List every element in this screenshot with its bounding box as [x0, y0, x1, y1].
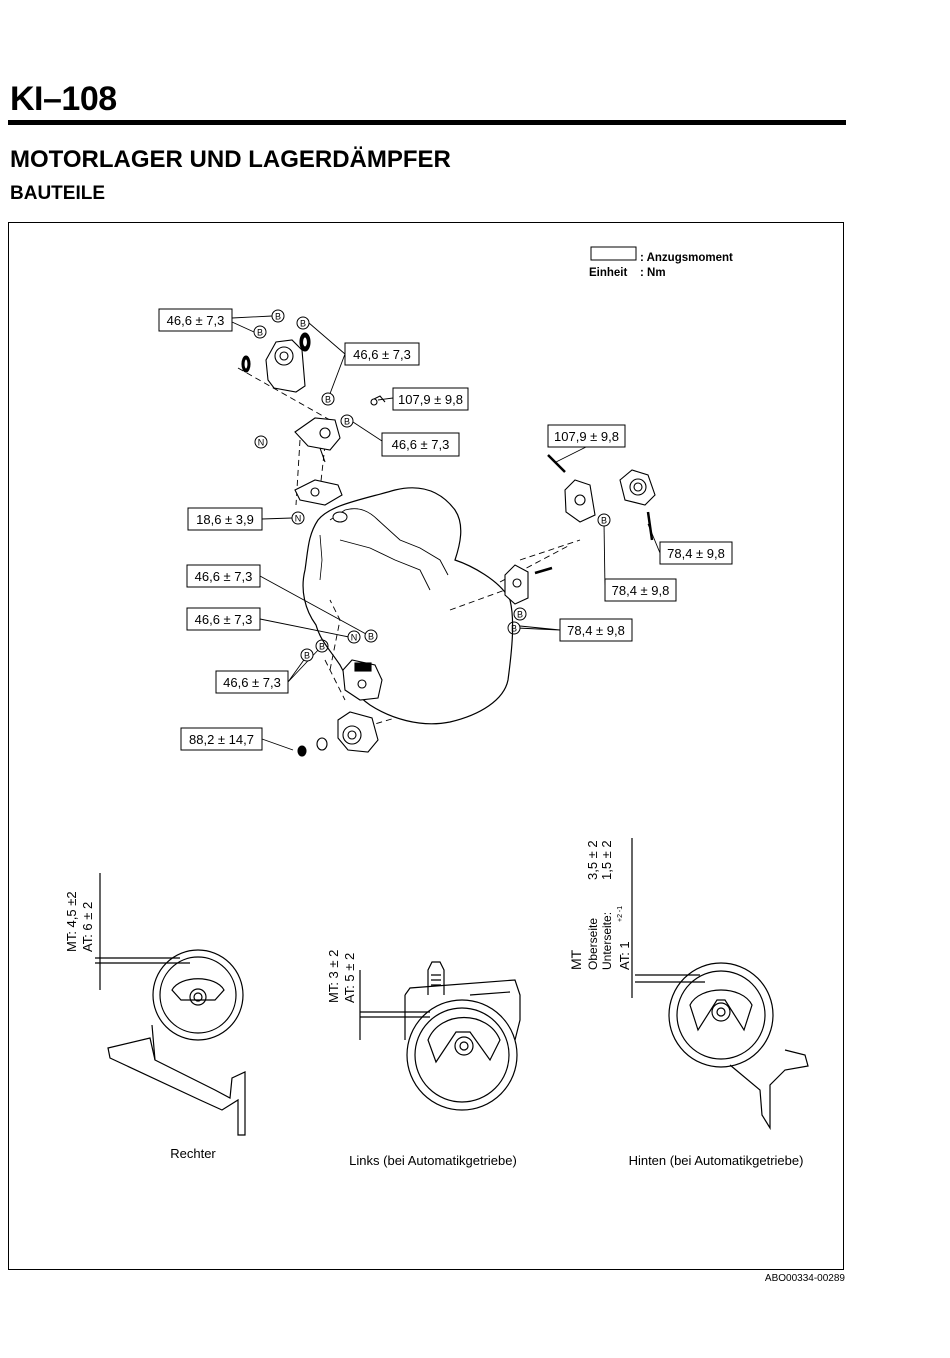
nut-marker: N — [258, 438, 265, 448]
legend-unit-value: : Nm — [640, 267, 666, 279]
caption-rear: Hinten (bei Automatikgetriebe) — [629, 1153, 804, 1168]
bolt-marker: B — [601, 516, 607, 526]
bolt-marker: B — [300, 319, 306, 329]
torque-callout: 46,6 ± 7,3 — [392, 437, 450, 452]
torque-callout: 88,2 ± 14,7 — [189, 732, 254, 747]
legend-torque-box — [590, 246, 637, 261]
torque-callout: 46,6 ± 7,3 — [223, 675, 281, 690]
torque-callout: 46,6 ± 7,3 — [195, 612, 253, 627]
torque-callout: 46,6 ± 7,3 — [353, 347, 411, 362]
dim-rear-at: AT: 1 — [617, 941, 632, 970]
detail-left-mount — [359, 961, 521, 1111]
left-mount — [297, 659, 383, 757]
caption-left: Links (bei Automatikgetriebe) — [349, 1153, 517, 1168]
legend: : Anzugsmoment Einheit : Nm — [589, 246, 733, 279]
bolt-marker: B — [275, 312, 281, 322]
dim-left-at: AT: 5 ± 2 — [342, 953, 357, 1003]
bolt-marker: B — [257, 328, 263, 338]
caption-right: Rechter — [170, 1146, 216, 1161]
dim-right-at: AT: 6 ± 2 — [80, 902, 95, 952]
torque-callout: 107,9 ± 9,8 — [554, 429, 619, 444]
torque-callout: 46,6 ± 7,3 — [195, 569, 253, 584]
right-mount-bracket — [294, 395, 386, 463]
bolt-marker: B — [344, 417, 350, 427]
rear-mount-assembly — [504, 454, 656, 605]
bolt-marker: B — [368, 632, 374, 642]
legend-unit-key: Einheit — [589, 267, 628, 279]
torque-callouts: 46,6 ± 7,3 46,6 ± 7,3 107,9 ± 9,8 46,6 ±… — [158, 308, 733, 751]
torque-callout: 78,4 ± 9,8 — [667, 546, 725, 561]
dim-rear-top: Oberseite — [586, 918, 600, 970]
page-number: KI–108 — [10, 80, 117, 118]
dim-rear-top-value: 3,5 ± 2 — [585, 840, 600, 880]
dim-left-mt: MT: 3 ± 2 — [326, 950, 341, 1003]
fastener-markers: B B B B B N N B B B N B B B — [253, 309, 611, 662]
leader-lines — [231, 315, 661, 751]
torque-callout: 78,4 ± 9,8 — [612, 583, 670, 598]
bolt-marker: B — [517, 610, 523, 620]
nut-marker: N — [351, 633, 358, 643]
detail-right-mount — [95, 873, 246, 1136]
torque-callout: 46,6 ± 7,3 — [167, 313, 225, 328]
detail-dimensions: MT: 4,5 ±2 AT: 6 ± 2 MT: 3 ± 2 AT: 5 ± 2… — [64, 840, 632, 1003]
header-rule — [8, 120, 846, 125]
torque-callout: 107,9 ± 9,8 — [398, 392, 463, 407]
legend-torque-label: : Anzugsmoment — [640, 252, 733, 264]
right-upper-mount — [241, 332, 311, 393]
dim-rear-at-tolerance: +2 -1 — [617, 906, 624, 922]
dim-rear-mt: MT — [568, 949, 584, 970]
torque-callout: 18,6 ± 3,9 — [196, 512, 254, 527]
figure-code: ABO00334-00289 — [764, 1273, 845, 1284]
bolt-marker: B — [304, 651, 310, 661]
engine-outline — [302, 487, 514, 725]
dim-rear-bottom: Unterseite: — [600, 912, 614, 970]
bolt-marker: B — [319, 642, 325, 652]
bolt-marker: B — [511, 624, 517, 634]
nut-marker: N — [295, 514, 302, 524]
page-subtitle: BAUTEILE — [10, 183, 105, 204]
page-title: MOTORLAGER UND LAGERDÄMPFER — [10, 146, 451, 173]
torque-callout: 78,4 ± 9,8 — [567, 623, 625, 638]
dim-right-mt: MT: 4,5 ±2 — [64, 891, 79, 952]
dim-rear-bottom-value: 1,5 ± 2 — [599, 840, 614, 880]
figure-frame — [8, 222, 844, 1270]
bolt-marker: B — [325, 395, 331, 405]
small-bracket — [294, 479, 343, 506]
detail-captions: Rechter Links (bei Automatikgetriebe) Hi… — [170, 1146, 803, 1168]
detail-rear-mount — [631, 838, 809, 1131]
